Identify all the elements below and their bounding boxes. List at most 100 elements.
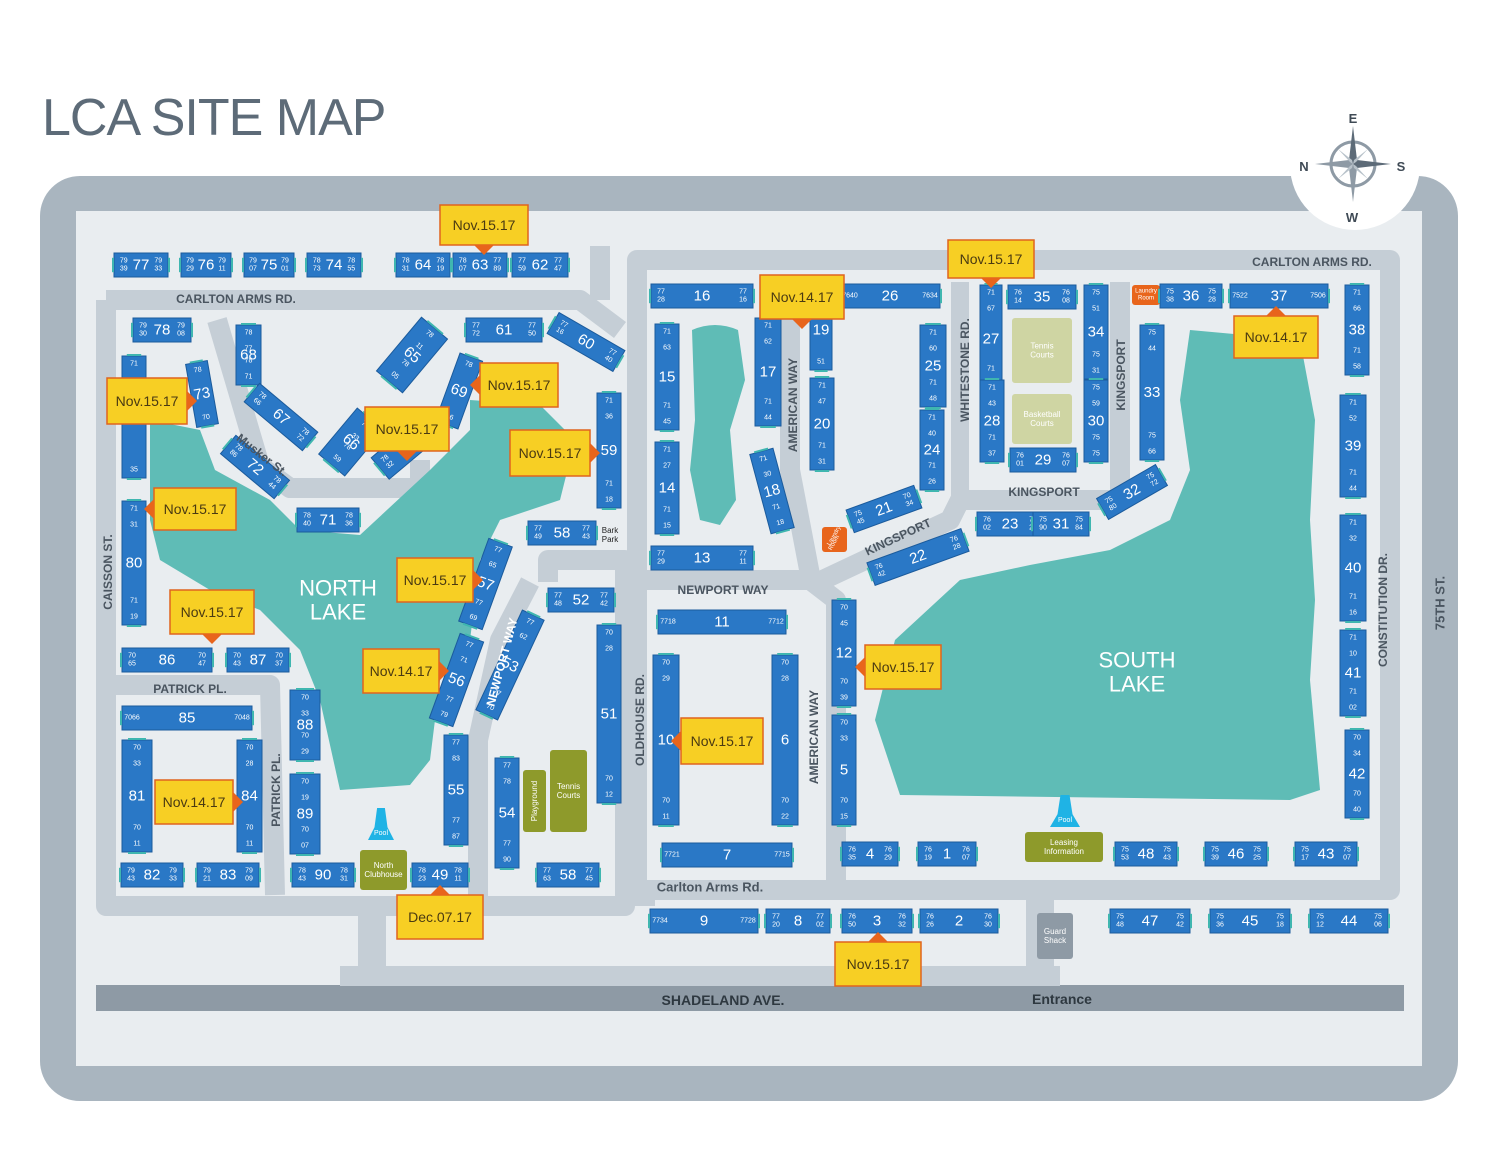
- callout-56[interactable]: Nov.14.17: [362, 648, 449, 694]
- callout-80[interactable]: Nov.15.17: [144, 487, 237, 531]
- callout-27[interactable]: Nov.15.17: [947, 239, 1035, 288]
- callout-63[interactable]: Nov.15.17: [439, 204, 529, 255]
- callout-57[interactable]: Nov.15.17: [396, 557, 483, 603]
- callout-37[interactable]: Nov.14.17: [1233, 306, 1319, 359]
- callout-59[interactable]: Nov.15.17: [509, 429, 600, 477]
- callout-73[interactable]: Nov.15.17: [106, 377, 197, 425]
- callout-17[interactable]: Nov.14.17: [759, 274, 845, 329]
- building-27[interactable]: 2771677149: [979, 283, 1003, 395]
- callout-12[interactable]: Nov.15.17: [855, 644, 942, 690]
- callout-66[interactable]: Nov.15.17: [364, 406, 450, 461]
- callout-49[interactable]: Dec.07.17: [396, 885, 484, 940]
- callout-10[interactable]: Nov.15.17: [671, 717, 764, 765]
- callout-86[interactable]: Nov.15.17: [169, 589, 255, 644]
- callout-69[interactable]: Nov.15.17: [470, 362, 559, 408]
- callout-84[interactable]: Nov.14.17: [154, 779, 243, 825]
- callout-3[interactable]: Nov.15.17: [834, 932, 922, 987]
